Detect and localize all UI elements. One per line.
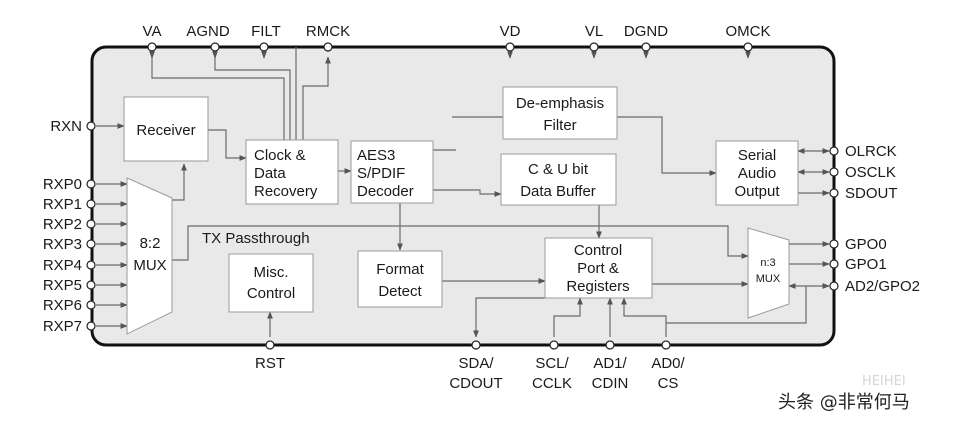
- bottom-pin-labels: RST SDA/ CDOUT SCL/ CCLK AD1/ CDIN AD0/ …: [255, 355, 686, 392]
- top-pin-labels: VA AGND FILT RMCK VD VL DGND OMCK: [143, 23, 771, 40]
- svg-text:C & U bit: C & U bit: [528, 161, 589, 178]
- svg-text:Clock &: Clock &: [254, 147, 306, 164]
- pin-osclk: OSCLK: [845, 164, 896, 181]
- pin-rxp7: RXP7: [43, 318, 82, 335]
- svg-text:Output: Output: [734, 183, 780, 200]
- pin-rmck: RMCK: [306, 23, 350, 40]
- pin-filt: FILT: [251, 23, 281, 40]
- format-detect-block: Format Detect: [357, 250, 443, 308]
- pin-gpo1: GPO1: [845, 256, 887, 273]
- pin-rxp0: RXP0: [43, 176, 82, 193]
- svg-text:Data: Data: [254, 165, 286, 182]
- pin-rxp3: RXP3: [43, 236, 82, 253]
- svg-text:Recovery: Recovery: [254, 183, 318, 200]
- pin-ad2-gpo2: AD2/GPO2: [845, 278, 920, 295]
- svg-text:Data Buffer: Data Buffer: [520, 183, 596, 200]
- pin-rxp2: RXP2: [43, 216, 82, 233]
- mux-n-3-block: n:3 MUX: [747, 227, 790, 319]
- pin-vl: VL: [585, 23, 603, 40]
- svg-text:MUX: MUX: [756, 273, 781, 285]
- receiver-block: Receiver: [123, 96, 209, 162]
- svg-text:Format: Format: [376, 261, 424, 278]
- pin-sdout: SDOUT: [845, 185, 898, 202]
- svg-text:Serial: Serial: [738, 147, 776, 164]
- pin-ad1: AD1/: [593, 355, 627, 372]
- watermark-faint: HEIHEI: [862, 374, 906, 389]
- serial-audio-output-block: Serial Audio Output: [715, 140, 799, 206]
- pin-cdin: CDIN: [592, 375, 629, 392]
- svg-text:Decoder: Decoder: [357, 183, 414, 200]
- svg-text:Filter: Filter: [543, 117, 576, 134]
- misc-control-block: Misc. Control: [228, 253, 314, 313]
- cu-bit-buffer-block: C & U bit Data Buffer: [500, 153, 617, 206]
- pin-agnd: AGND: [186, 23, 230, 40]
- pin-circles: [86, 42, 839, 350]
- pin-cclk: CCLK: [532, 375, 572, 392]
- svg-text:Control: Control: [247, 285, 295, 302]
- signal-lines: [96, 47, 830, 338]
- svg-text:Misc.: Misc.: [254, 264, 289, 281]
- watermark-text: 头条 @非常何马: [778, 392, 910, 413]
- pin-cdout: CDOUT: [449, 375, 502, 392]
- svg-text:8:2: 8:2: [140, 235, 161, 252]
- rxp-lines: [96, 181, 128, 329]
- pin-sda: SDA/: [458, 355, 494, 372]
- pin-rxp1: RXP1: [43, 196, 82, 213]
- svg-text:S/PDIF: S/PDIF: [357, 165, 405, 182]
- pin-rxp5: RXP5: [43, 277, 82, 294]
- svg-text:n:3: n:3: [760, 257, 775, 269]
- clock-recovery-block: Clock & Data Recovery: [245, 139, 339, 205]
- right-pin-labels: OLRCK OSCLK SDOUT GPO0 GPO1 AD2/GPO2: [845, 143, 920, 295]
- pin-olrck: OLRCK: [845, 143, 897, 160]
- svg-text:Detect: Detect: [378, 283, 422, 300]
- pin-scl: SCL/: [535, 355, 569, 372]
- control-port-registers-block: Control Port & Registers: [544, 237, 653, 299]
- pin-ad0: AD0/: [651, 355, 685, 372]
- pin-omck: OMCK: [726, 23, 771, 40]
- svg-text:Registers: Registers: [566, 278, 629, 295]
- aes3-decoder-block: AES3 S/PDIF Decoder: [350, 140, 434, 204]
- svg-text:De-emphasis: De-emphasis: [516, 95, 604, 112]
- svg-text:Audio: Audio: [738, 165, 776, 182]
- svg-text:Port &: Port &: [577, 260, 619, 277]
- left-pin-labels: RXN RXP0 RXP1 RXP2 RXP3 RXP4 RXP5 RXP6 R…: [43, 118, 82, 335]
- pin-cs: CS: [658, 375, 679, 392]
- pin-gpo0: GPO0: [845, 236, 887, 253]
- receiver-label: Receiver: [136, 122, 195, 139]
- svg-text:MUX: MUX: [133, 257, 166, 274]
- pin-rxn: RXN: [50, 118, 82, 135]
- tx-passthrough-label: TX Passthrough: [202, 230, 310, 247]
- pin-dgnd: DGND: [624, 23, 668, 40]
- svg-text:Control: Control: [574, 242, 622, 259]
- pin-rxp4: RXP4: [43, 257, 82, 274]
- pin-rxp6: RXP6: [43, 297, 82, 314]
- pin-rst: RST: [255, 355, 285, 372]
- pin-vd: VD: [500, 23, 521, 40]
- svg-text:AES3: AES3: [357, 147, 395, 164]
- deemphasis-filter-block: De-emphasis Filter: [502, 86, 618, 140]
- mux-8-2-block: 8:2 MUX: [126, 177, 173, 335]
- pin-va: VA: [143, 23, 162, 40]
